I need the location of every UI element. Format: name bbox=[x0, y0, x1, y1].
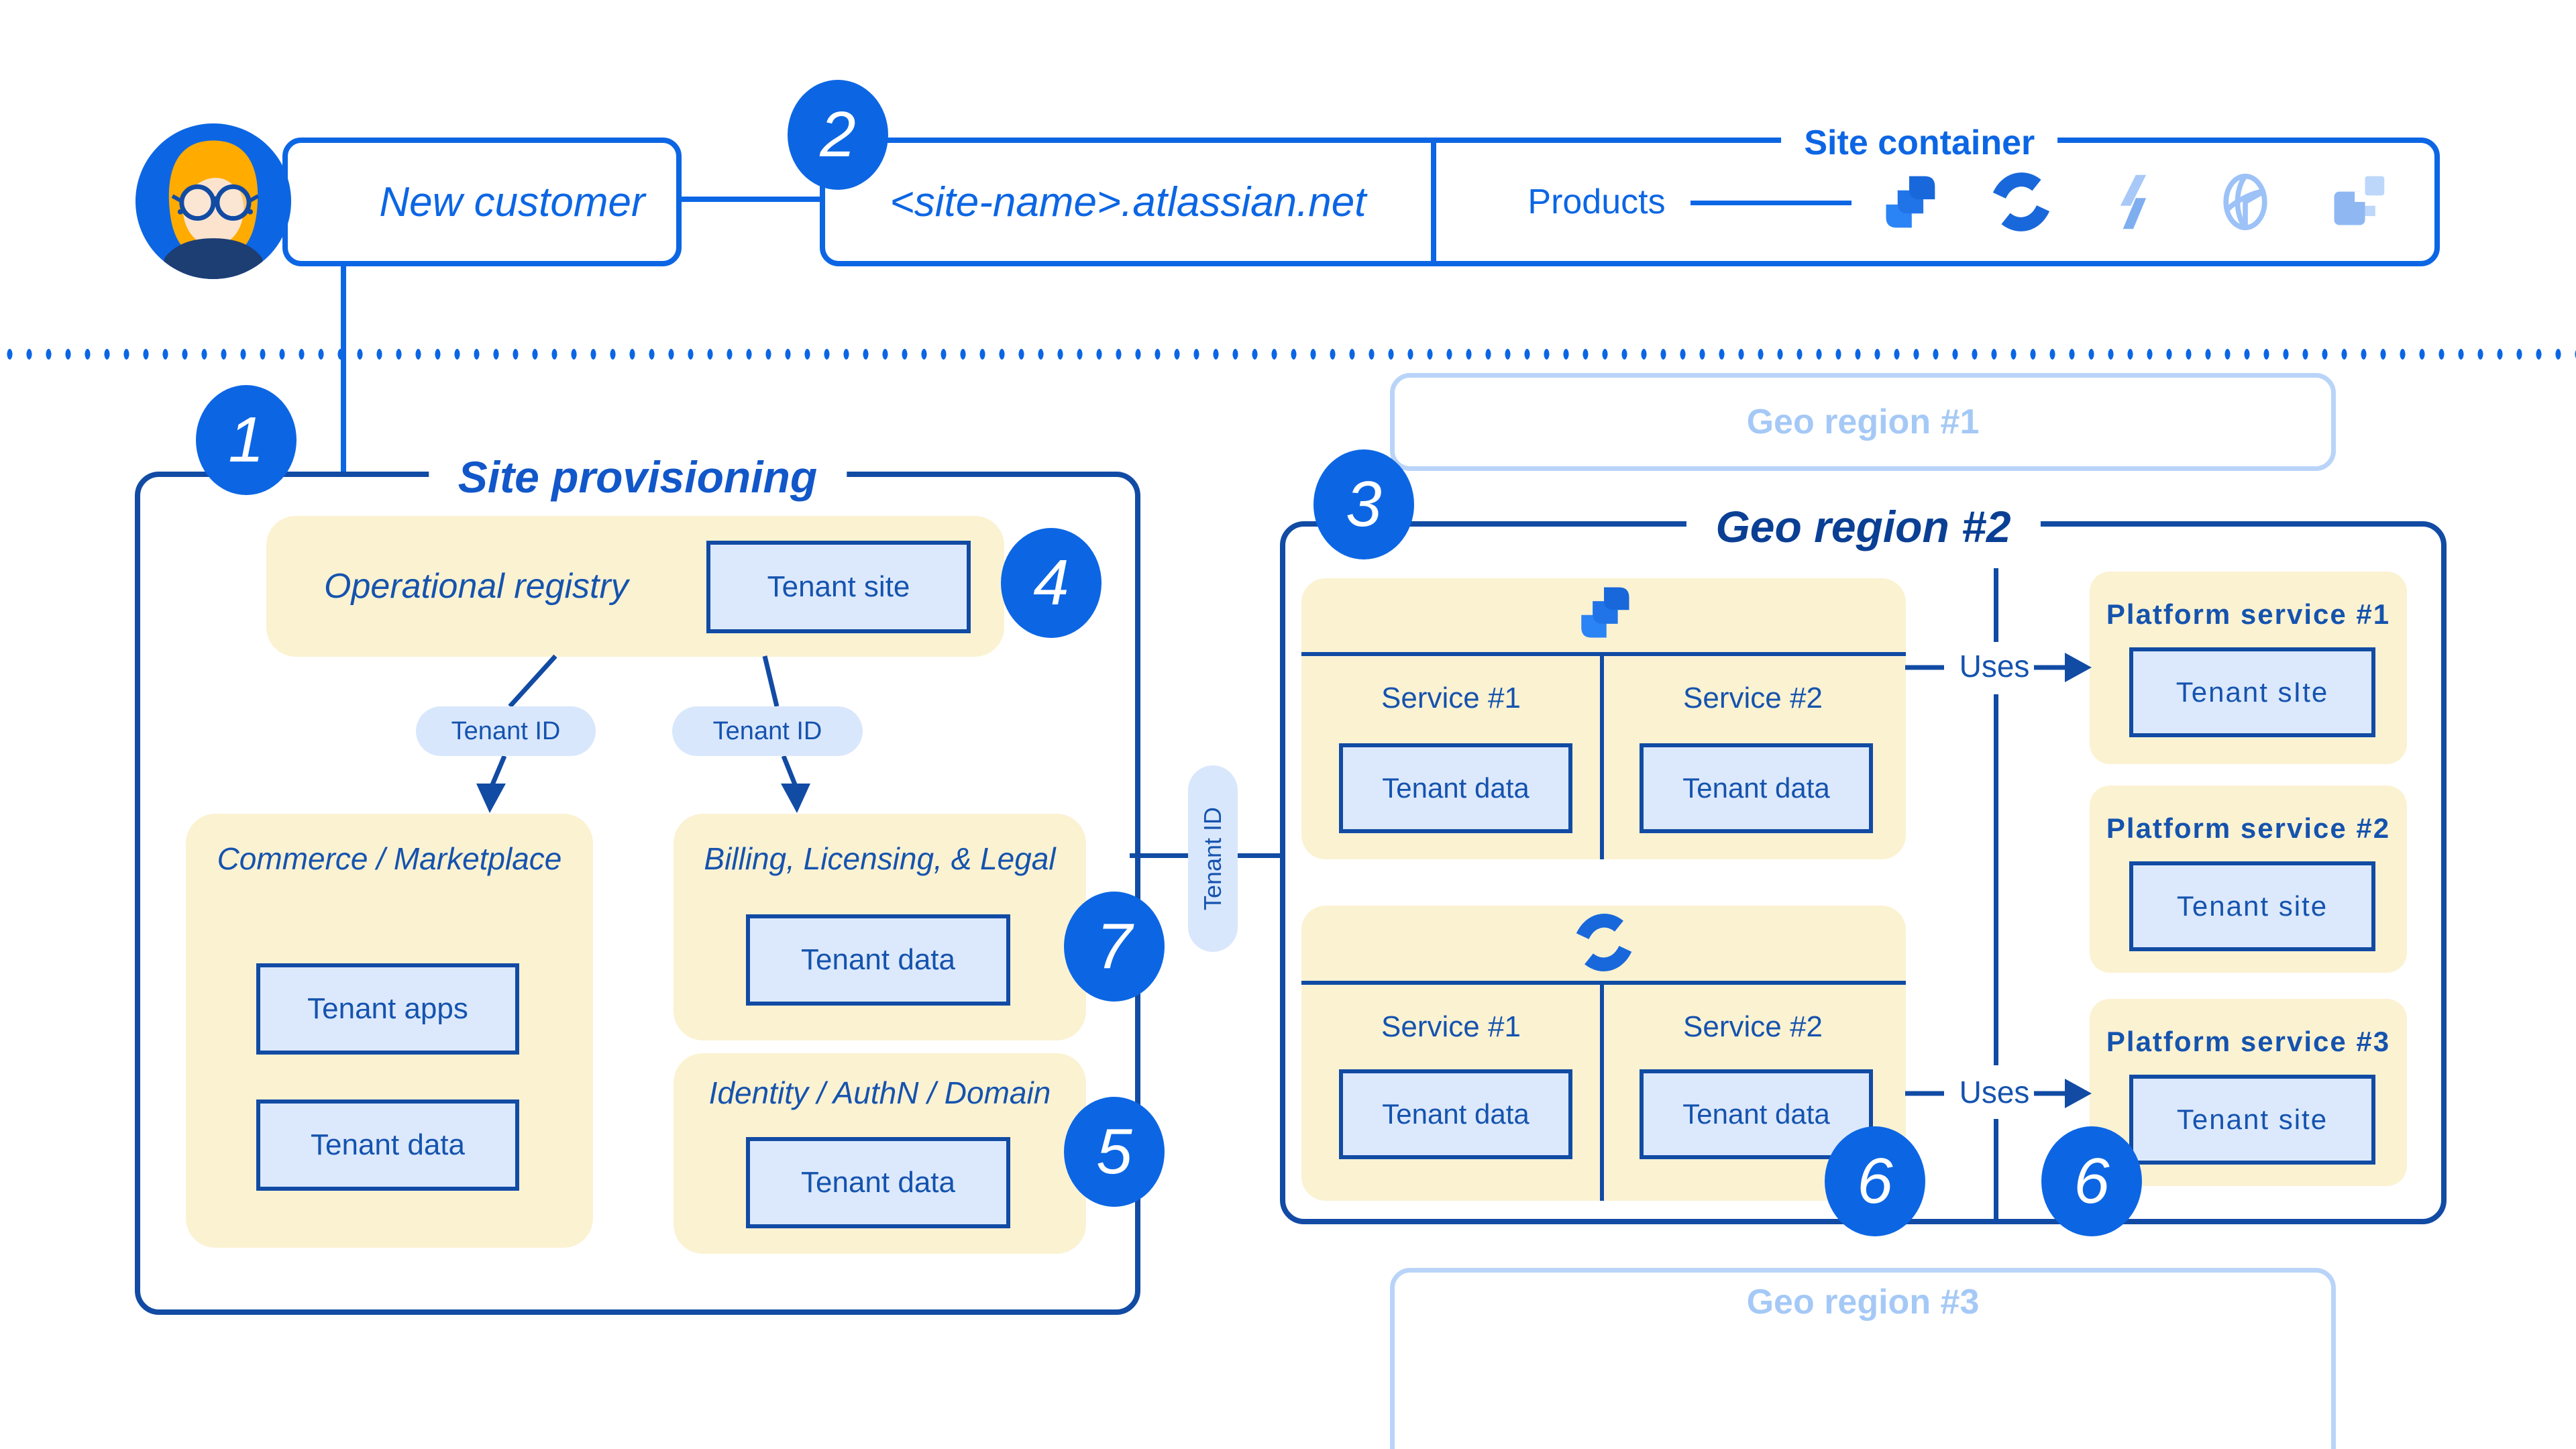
site-container-box: <site-name>.atlassian.net Products bbox=[820, 123, 2440, 266]
geo-region-2-title: Geo region #2 bbox=[1686, 501, 2041, 552]
customer-to-site-connector-line bbox=[676, 197, 820, 202]
dotted-divider-line bbox=[0, 348, 2576, 360]
identity-authn-domain-title: Identity / AuthN / Domain bbox=[708, 1075, 1051, 1110]
tenant-site-label: Tenant sIte bbox=[2176, 676, 2329, 708]
geo-region-3-label: Geo region #3 bbox=[1746, 1283, 1980, 1322]
jira-icon bbox=[1886, 176, 1935, 228]
service-group-divider bbox=[1600, 981, 1604, 1201]
tenant-site-box-platform-2: Tenant site bbox=[2129, 861, 2375, 951]
uses-label: Uses bbox=[1959, 1075, 2030, 1110]
tenant-id-connector-pill: Tenant ID bbox=[1188, 765, 1238, 952]
site-provisioning-title: Site provisioning bbox=[428, 451, 847, 502]
tenant-apps-box: Tenant apps bbox=[256, 963, 519, 1055]
tenant-data-box-jira-1: Tenant data bbox=[1339, 743, 1572, 833]
new-customer-label: New customer bbox=[379, 178, 645, 225]
tenant-data-label: Tenant data bbox=[801, 943, 955, 976]
tenant-site-box-platform-3: Tenant site bbox=[2129, 1075, 2375, 1165]
service-label: Service #1 bbox=[1381, 1010, 1521, 1043]
badge-2: 2 bbox=[788, 80, 888, 190]
badge-5: 5 bbox=[1064, 1097, 1165, 1207]
service-group-divider bbox=[1600, 652, 1604, 859]
tenant-data-label: Tenant data bbox=[801, 1166, 955, 1199]
site-name-label: <site-name>.atlassian.net bbox=[890, 178, 1366, 225]
tenant-data-box-jira-2: Tenant data bbox=[1640, 743, 1873, 833]
operational-registry-title: Operational registry bbox=[324, 567, 629, 606]
region2-separator-line bbox=[1994, 694, 1998, 1065]
tenant-data-box-confluence-2: Tenant data bbox=[1640, 1069, 1873, 1159]
tenant-data-label: Tenant data bbox=[1682, 1098, 1830, 1130]
service-label: Service #2 bbox=[1683, 682, 1823, 714]
uses-label: Uses bbox=[1959, 649, 2030, 684]
region2-separator-line bbox=[1994, 568, 1998, 642]
site-container-label: Site container bbox=[1781, 123, 2058, 163]
products-label: Products bbox=[1527, 182, 1666, 221]
platform-service-3-title: Platform service #3 bbox=[2106, 1026, 2391, 1057]
tenant-data-label: Tenant data bbox=[1382, 1098, 1529, 1130]
region2-separator-line bbox=[1994, 1119, 1998, 1220]
confluence-icon bbox=[1992, 172, 2050, 231]
geo-region-1-box: Geo region #1 bbox=[1390, 373, 2336, 471]
commerce-marketplace-title: Commerce / Marketplace bbox=[217, 841, 562, 876]
globe-icon bbox=[2223, 173, 2267, 231]
tenant-site-label: Tenant site bbox=[2176, 890, 2328, 922]
badge-3: 3 bbox=[1313, 449, 1414, 559]
site-container-divider bbox=[1431, 143, 1436, 261]
products-dash-line bbox=[1690, 201, 1851, 205]
tenant-site-box: Tenant site bbox=[706, 541, 971, 633]
tenant-site-label: Tenant site bbox=[767, 570, 910, 603]
tenant-id-left-label: Tenant ID bbox=[451, 716, 561, 745]
badge-7: 7 bbox=[1064, 892, 1165, 1002]
tenant-data-box-identity: Tenant data bbox=[746, 1137, 1010, 1228]
tenant-apps-label: Tenant apps bbox=[307, 992, 468, 1025]
avatar bbox=[134, 122, 292, 280]
customer-to-provisioning-connector-line bbox=[341, 261, 346, 473]
jira-icon bbox=[1581, 587, 1629, 638]
confluence-icon bbox=[1576, 914, 1632, 971]
platform-service-1-title: Platform service #1 bbox=[2106, 598, 2391, 630]
tenant-id-pill-left: Tenant ID bbox=[416, 706, 596, 756]
new-customer-box: New customer bbox=[282, 138, 682, 266]
tenant-data-label: Tenant data bbox=[311, 1128, 465, 1161]
woman-avatar-illustration bbox=[135, 123, 292, 280]
tenant-site-label: Tenant site bbox=[2176, 1104, 2328, 1135]
tenant-id-right-label: Tenant ID bbox=[712, 716, 822, 745]
geo-region-1-label: Geo region #1 bbox=[1746, 402, 1980, 441]
service-label: Service #2 bbox=[1683, 1010, 1823, 1043]
badge-6a: 6 bbox=[1825, 1126, 1925, 1236]
tenant-data-label: Tenant data bbox=[1682, 772, 1830, 804]
bolt-icon bbox=[2120, 174, 2147, 229]
tenant-data-box-confluence-1: Tenant data bbox=[1339, 1069, 1572, 1159]
operational-registry-panel: Operational registry bbox=[266, 516, 1004, 657]
tenant-data-label: Tenant data bbox=[1382, 772, 1529, 804]
tenant-data-box-billing: Tenant data bbox=[746, 914, 1010, 1006]
service-label: Service #1 bbox=[1381, 682, 1521, 714]
tenant-id-connector-label: Tenant ID bbox=[1199, 806, 1226, 911]
geo-region-3-box: Geo region #3 bbox=[1390, 1268, 2336, 1449]
badge-1: 1 bbox=[196, 385, 297, 495]
badge-4: 4 bbox=[1001, 528, 1102, 638]
platform-service-2-title: Platform service #2 bbox=[2106, 812, 2391, 844]
squares-icon bbox=[2334, 176, 2385, 225]
tenant-data-box-commerce: Tenant data bbox=[256, 1099, 519, 1191]
badge-6b: 6 bbox=[2041, 1126, 2142, 1236]
billing-licensing-legal-title: Billing, Licensing, & Legal bbox=[704, 841, 1056, 876]
tenant-id-pill-right: Tenant ID bbox=[672, 706, 863, 756]
tenant-site-box-platform-1: Tenant sIte bbox=[2129, 647, 2375, 737]
